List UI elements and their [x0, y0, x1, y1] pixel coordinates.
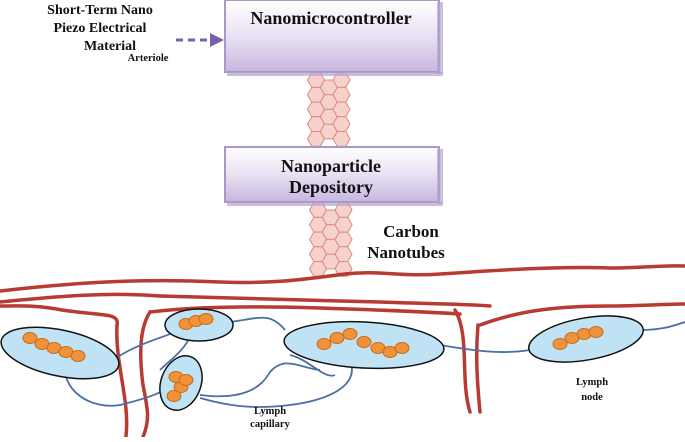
- lymph-capillary-label-line-1: Lymph: [254, 406, 286, 417]
- nanomicrocontroller-label: Nanomicrocontroller: [250, 8, 411, 28]
- nanotube-hexagon: [332, 101, 351, 118]
- carbon-nanotube-upper: [306, 72, 351, 147]
- nanoparticle-cell: [394, 342, 410, 354]
- source-label-line-1: Short-Term Nano: [47, 3, 153, 18]
- nanoparticle-cell: [588, 326, 604, 338]
- lymph-capillaries: [59, 316, 685, 408]
- nanoparticle-cell: [166, 390, 182, 402]
- nanoparticle-cell: [356, 336, 372, 348]
- source-label-line-3: Material: [84, 39, 136, 54]
- nanoparticle-depository-box: Nanoparticle Depository: [224, 146, 443, 206]
- nanoparticle-cell: [178, 374, 194, 386]
- nanoparticle-cell: [316, 338, 332, 350]
- nanotube-hexagon: [334, 231, 353, 248]
- depository-label-line-2: Depository: [289, 177, 373, 197]
- lymph-node-label-line-2: node: [581, 392, 603, 403]
- depository-label-line-1: Nanoparticle: [281, 156, 381, 176]
- lymph-capillary-label-line-2: capillary: [250, 419, 290, 430]
- nanoparticle-cell: [329, 332, 345, 344]
- arteriole-label: Arteriole: [128, 53, 169, 64]
- nanomicrocontroller-box: Nanomicrocontroller: [224, 0, 443, 76]
- nanotube-hexagon: [332, 131, 351, 147]
- nanoparticle-cell: [342, 328, 358, 340]
- nanoparticle-cell: [22, 332, 38, 344]
- nanoparticle-cell: [198, 313, 214, 325]
- nanotube-hexagon: [334, 246, 353, 262]
- nanoparticle-cell: [70, 350, 86, 362]
- nanotube-hexagon: [332, 86, 351, 103]
- nanotube-hexagon: [334, 216, 353, 233]
- lymph-node-label-line-1: Lymph: [576, 377, 608, 388]
- nanotube-hexagon: [332, 116, 351, 132]
- nanotubes-label-line-1: Carbon: [383, 222, 439, 241]
- vessel-walls: [0, 264, 685, 439]
- nanotubes-label-line-2: Nanotubes: [367, 243, 445, 262]
- nanoparticle-cells: [22, 313, 604, 402]
- carbon-nanotube-lower: [308, 202, 353, 277]
- dashed-arrow: [176, 33, 224, 47]
- source-label-line-2: Piezo Electrical: [54, 21, 147, 36]
- nanoparticle-cell: [552, 338, 568, 350]
